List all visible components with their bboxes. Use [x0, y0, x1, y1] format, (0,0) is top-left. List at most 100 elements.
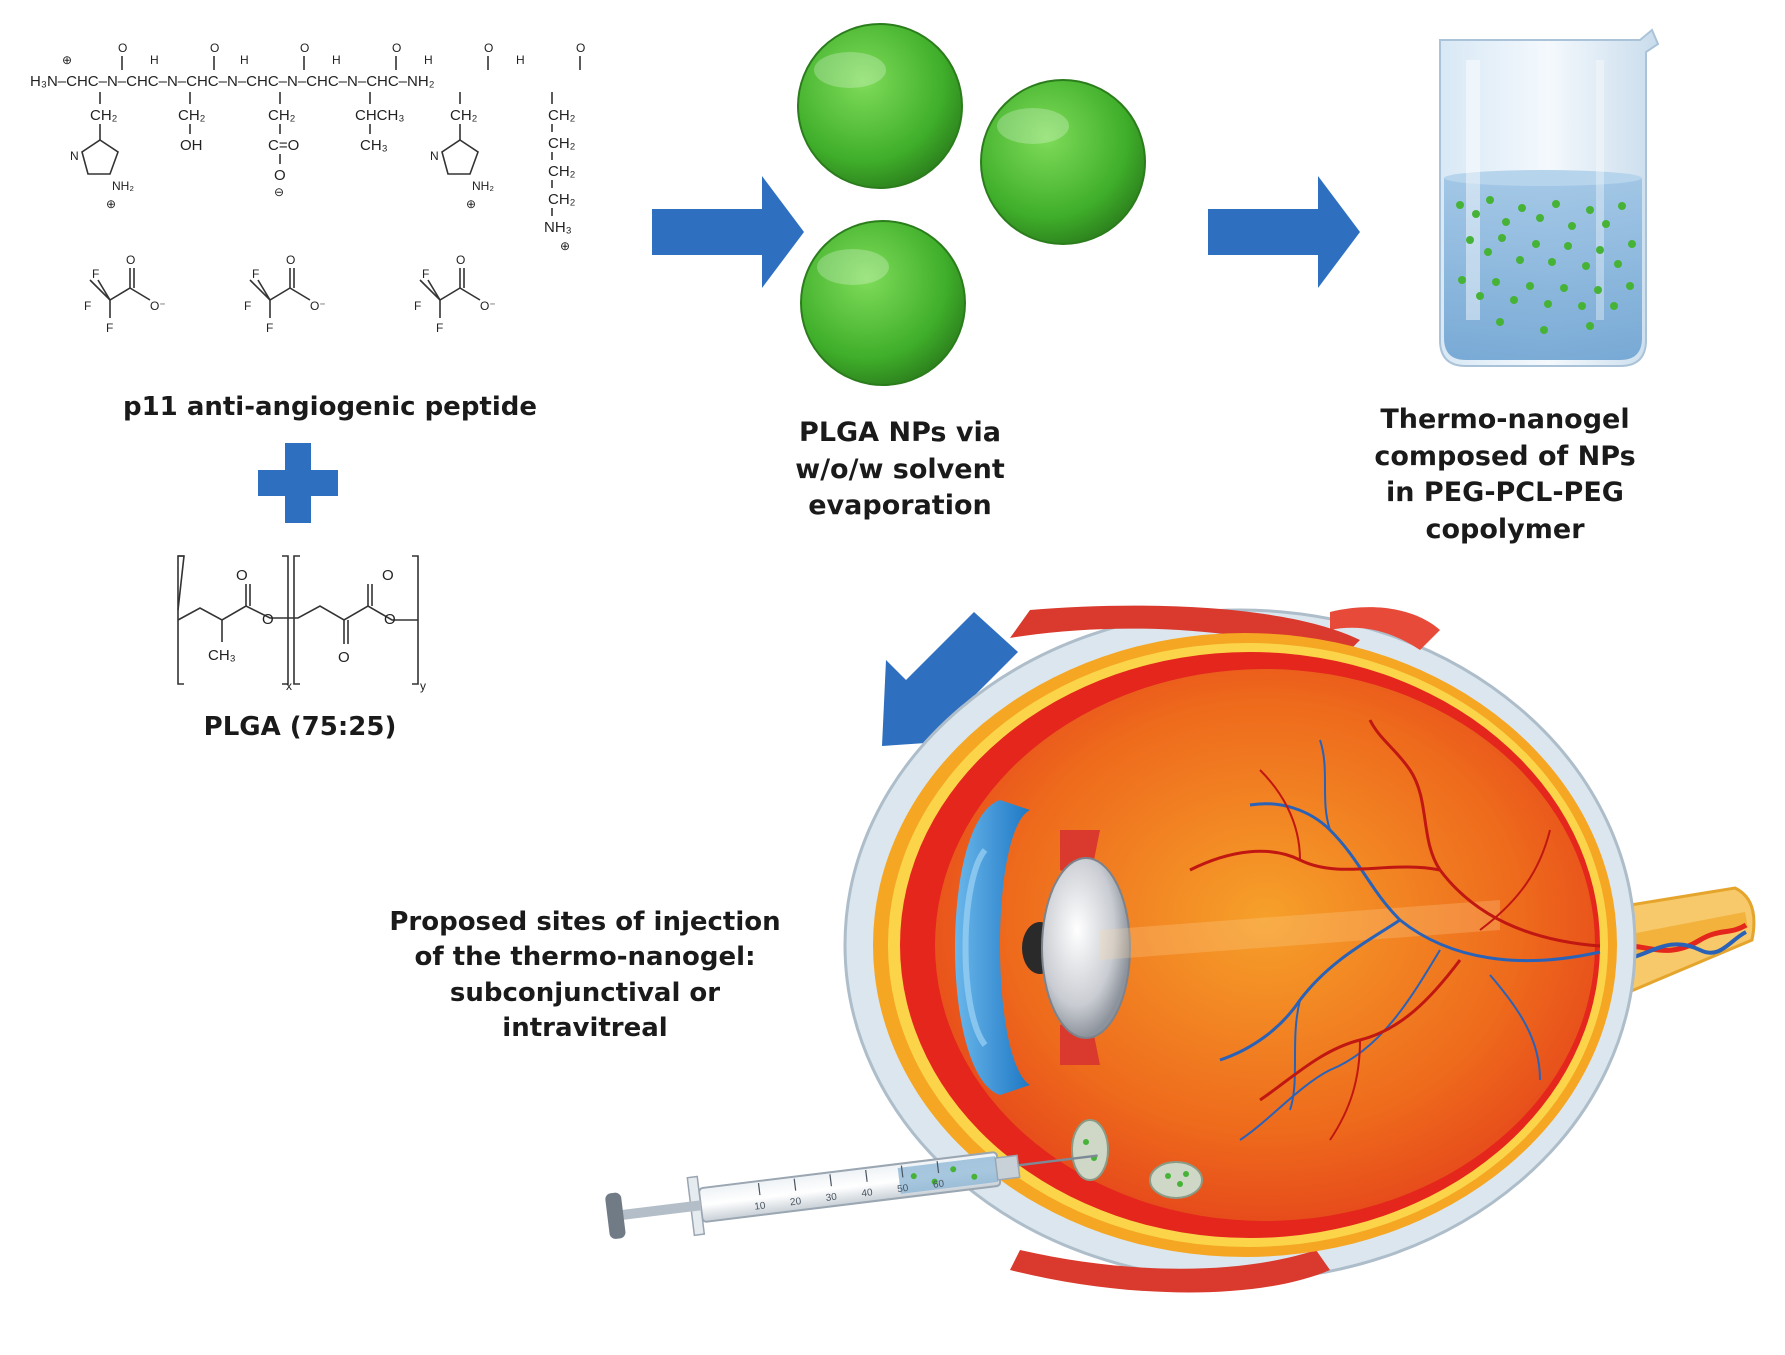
svg-text:CH₂: CH₂ — [450, 107, 478, 124]
svg-text:O: O — [456, 253, 465, 267]
p11-peptide-structure: H₃N–CHC–N–CHC–N–CHC–N–CHC–N–CHC–N–CHC–NH… — [30, 41, 585, 335]
caption-line: Proposed sites of injection — [389, 907, 781, 937]
nanoparticle — [800, 220, 966, 386]
svg-text:O: O — [338, 649, 350, 666]
svg-text:O: O — [126, 253, 135, 267]
trifluoroacetate-ions: F F F O O⁻ F F F O O⁻ F F F O O⁻ — [84, 253, 496, 335]
injection-caption: Proposed sites of injection of the therm… — [385, 905, 785, 1046]
nanoparticles-in-gel — [1456, 196, 1636, 334]
syringe-tick — [757, 1183, 761, 1196]
eye-muscle-bottom — [1010, 1250, 1330, 1293]
svg-text:O: O — [286, 253, 295, 267]
syringe-tick — [900, 1165, 904, 1178]
lens — [1041, 857, 1131, 1039]
svg-text:O: O — [484, 41, 493, 55]
peptide-side-chains: CH₂ N NH₂ ⊕ CH₂ OH CH₂ C=O O ⊖ CHCH₃ CH₃… — [70, 92, 576, 253]
svg-text:H: H — [516, 53, 525, 67]
caption-line: composed of NPs — [1374, 440, 1636, 472]
syringe-contents — [897, 1156, 999, 1194]
syringe-tick-label: 10 — [754, 1200, 767, 1212]
svg-text:O: O — [236, 567, 248, 584]
svg-text:N: N — [430, 149, 439, 163]
peptide-caption: p11 anti-angiogenic peptide — [122, 392, 538, 422]
svg-text:F: F — [244, 299, 251, 313]
arrow-nanogel-to-eye — [882, 612, 1018, 746]
caption-line: subconjunctival or — [449, 977, 721, 1008]
svg-text:F: F — [84, 299, 91, 313]
svg-text:⊕: ⊕ — [466, 197, 476, 211]
svg-text:y: y — [420, 679, 426, 693]
syringe-tick-label: 20 — [789, 1196, 802, 1208]
svg-text:O: O — [118, 41, 127, 55]
plga-caption: PLGA (75:25) — [203, 712, 397, 742]
svg-text:F: F — [106, 321, 113, 335]
svg-text:F: F — [266, 321, 273, 335]
svg-text:O⁻: O⁻ — [310, 299, 326, 313]
caption-line: w/o/w solvent — [795, 453, 1005, 485]
svg-text:CH₂: CH₂ — [548, 163, 576, 180]
caption-line: in PEG-PCL-PEG — [1386, 477, 1624, 509]
svg-text:CH₂: CH₂ — [548, 191, 576, 208]
arrow-nps-to-nanogel — [1208, 176, 1360, 288]
svg-text:O: O — [392, 41, 401, 55]
caption-line: of the thermo-nanogel: — [414, 942, 756, 973]
intravitreal-depot — [1149, 1161, 1203, 1199]
caption-line: evaporation — [808, 490, 992, 522]
svg-text:O⁻: O⁻ — [150, 299, 166, 313]
svg-text:NH₂: NH₂ — [472, 179, 494, 193]
plga-structure: O O O O O CH₃ x y — [177, 555, 426, 693]
svg-text:OH: OH — [180, 137, 203, 154]
svg-text:O: O — [382, 567, 394, 584]
svg-text:O: O — [262, 611, 274, 628]
caption-line: intravitreal — [502, 1013, 668, 1044]
svg-text:H: H — [332, 53, 341, 67]
nanoparticles-caption: PLGA NPs via w/o/w solvent evaporation — [770, 415, 1030, 525]
subconjunctival-depot — [1071, 1119, 1109, 1181]
svg-text:H: H — [150, 53, 159, 67]
syringe-plunger — [605, 1192, 626, 1239]
nanogel-caption: Thermo-nanogel composed of NPs in PEG-PC… — [1360, 402, 1650, 549]
svg-text:NH₂: NH₂ — [112, 179, 134, 193]
retinal-vessels — [1189, 719, 1601, 1141]
peptide-carbonyls: O H O H O H O H O H O ⊕ — [62, 41, 585, 70]
syringe-tick — [865, 1169, 868, 1182]
nanoparticle — [797, 23, 963, 189]
svg-text:NH₃: NH₃ — [544, 219, 572, 236]
svg-text:O: O — [576, 41, 585, 55]
svg-text:F: F — [252, 267, 259, 281]
syringe-tick — [793, 1178, 797, 1191]
nanogel-beaker — [1439, 28, 1660, 367]
svg-text:F: F — [422, 267, 429, 281]
svg-text:O: O — [300, 41, 309, 55]
svg-text:⊕: ⊕ — [106, 197, 116, 211]
svg-text:F: F — [414, 299, 421, 313]
svg-text:C=O: C=O — [268, 137, 299, 154]
svg-text:⊕: ⊕ — [560, 239, 570, 253]
caption-line: Thermo-nanogel — [1380, 404, 1630, 435]
peptide-backbone: H₃N–CHC–N–CHC–N–CHC–N–CHC–N–CHC–N–CHC–NH… — [30, 73, 435, 90]
svg-text:x: x — [286, 679, 292, 693]
vitreous-body — [935, 669, 1595, 1221]
svg-text:H: H — [424, 53, 433, 67]
plga-nanoparticles — [797, 23, 1146, 386]
svg-text:F: F — [92, 267, 99, 281]
svg-text:CH₂: CH₂ — [90, 107, 118, 124]
svg-text:CH₂: CH₂ — [548, 135, 576, 152]
arrow-peptide-to-nps — [652, 176, 804, 288]
svg-text:CH₃: CH₃ — [360, 137, 388, 154]
svg-text:O: O — [384, 611, 396, 628]
svg-text:⊖: ⊖ — [274, 185, 284, 199]
svg-text:CH₂: CH₂ — [178, 107, 206, 124]
eye-illustration — [843, 605, 1756, 1293]
caption-line: PLGA NPs via — [799, 417, 1001, 448]
needle — [1018, 1154, 1098, 1167]
syringe-tick — [829, 1174, 832, 1187]
svg-text:O: O — [274, 167, 286, 184]
svg-text:F: F — [436, 321, 443, 335]
caption-line: copolymer — [1425, 514, 1585, 546]
plus-icon — [258, 443, 338, 523]
syringe-tick-label: 30 — [825, 1192, 838, 1204]
svg-text:O⁻: O⁻ — [480, 299, 496, 313]
